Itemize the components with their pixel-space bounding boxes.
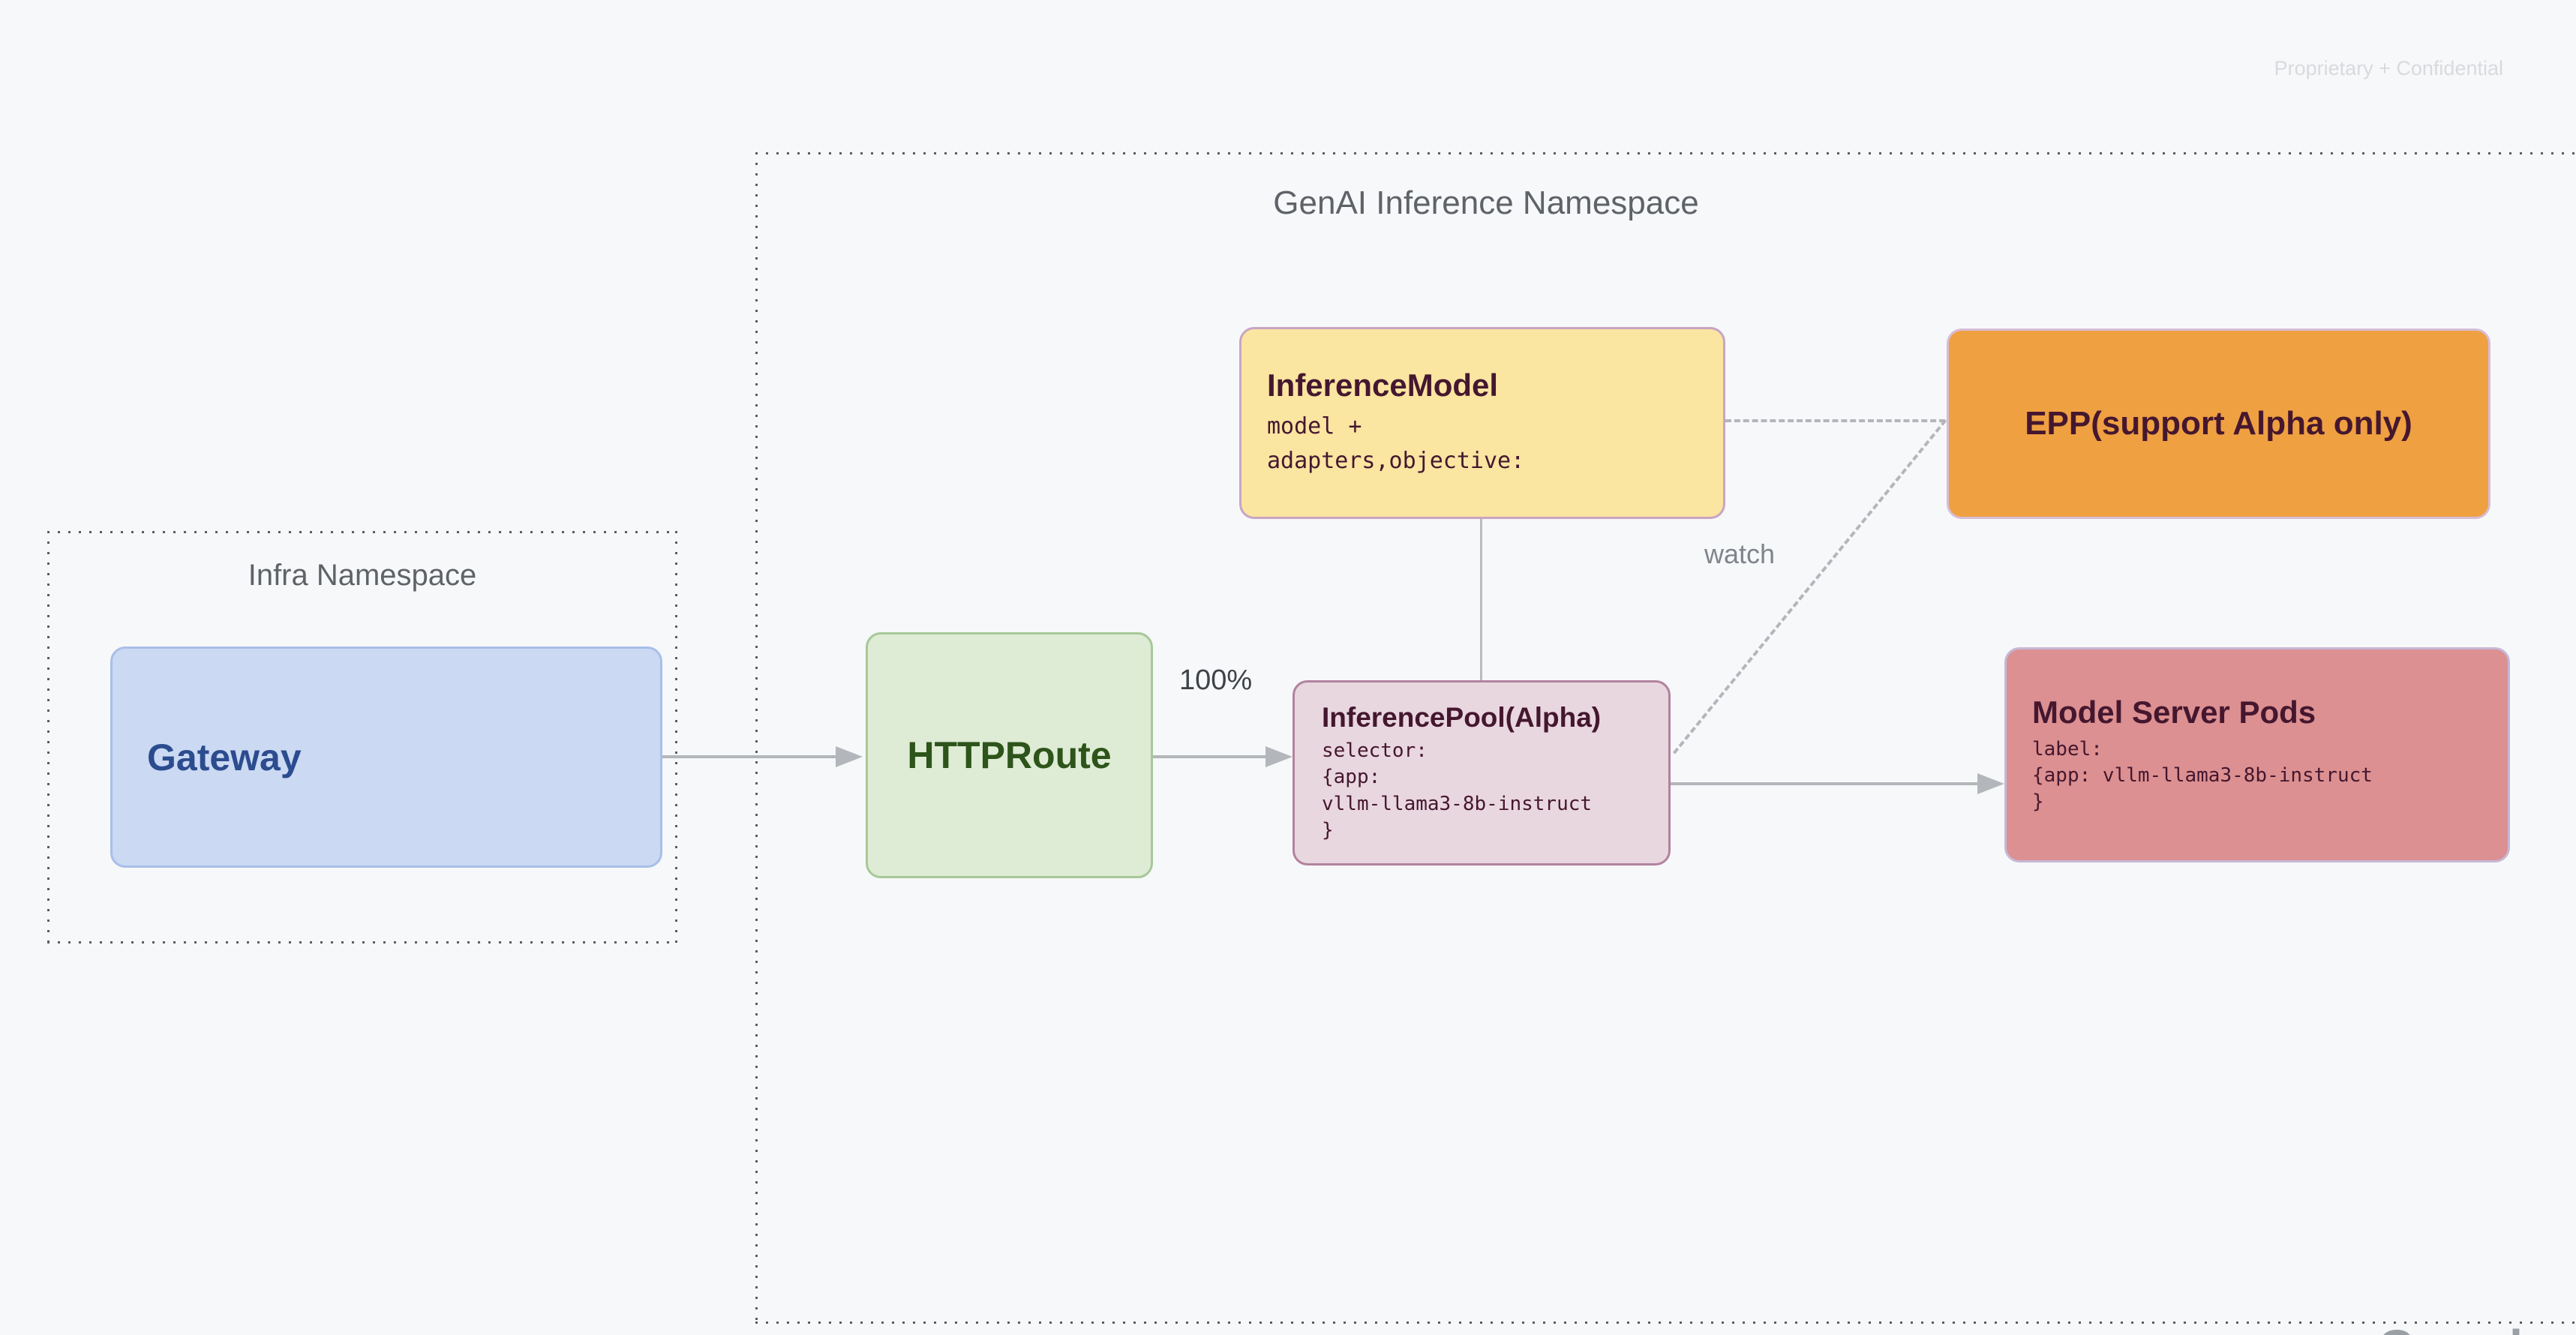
inference-model-label: InferenceModel: [1267, 367, 1499, 403]
edge-inferencemodel-to-epp-dashed: [1725, 419, 1945, 422]
arrow-head-icon: [1977, 773, 2004, 794]
edge-httproute-to-inferencepool: [1153, 755, 1267, 758]
arrow-head-icon: [1265, 746, 1293, 767]
node-inference-model[interactable]: InferenceModel model + adapters,objectiv…: [1239, 327, 1725, 519]
arrow-head-icon: [836, 746, 863, 767]
inference-pool-selector: selector: {app: vllm-llama3-8b-instruct …: [1322, 740, 1593, 842]
model-server-pods-spec: label: {app: vllm-llama3-8b-instruct }: [2032, 737, 2373, 814]
edge-inferencemodel-to-inferencepool: [1480, 519, 1482, 680]
genai-namespace-title: GenAI Inference Namespace: [1273, 184, 1699, 221]
infra-namespace-title: Infra Namespace: [248, 559, 477, 592]
epp-label: EPP(support Alpha only): [2025, 405, 2412, 442]
node-inference-pool[interactable]: InferencePool(Alpha) selector: {app: vll…: [1293, 680, 1671, 866]
edge-gateway-to-httproute: [662, 755, 836, 758]
watch-label: watch: [1704, 538, 1776, 569]
google-logo-fragment: Google: [2378, 1326, 2576, 1335]
inference-model-spec: model + adapters,objective:: [1267, 412, 1525, 475]
gateway-label: Gateway: [147, 736, 302, 778]
google-logo-text: Google: [2378, 1326, 2576, 1335]
model-server-pods-label: Model Server Pods: [2032, 694, 2316, 730]
edge-inferencepool-to-pods: [1671, 782, 1978, 785]
node-epp[interactable]: EPP(support Alpha only): [1947, 328, 2490, 519]
node-gateway[interactable]: Gateway: [110, 646, 662, 868]
node-httproute[interactable]: HTTPRoute: [866, 632, 1153, 878]
httproute-label: HTTPRoute: [907, 734, 1112, 776]
route-weight-label: 100%: [1179, 664, 1253, 696]
confidential-watermark: Proprietary + Confidential: [2274, 57, 2503, 80]
node-model-server-pods[interactable]: Model Server Pods label: {app: vllm-llam…: [2004, 647, 2510, 862]
inference-pool-label: InferencePool(Alpha): [1322, 702, 1602, 734]
